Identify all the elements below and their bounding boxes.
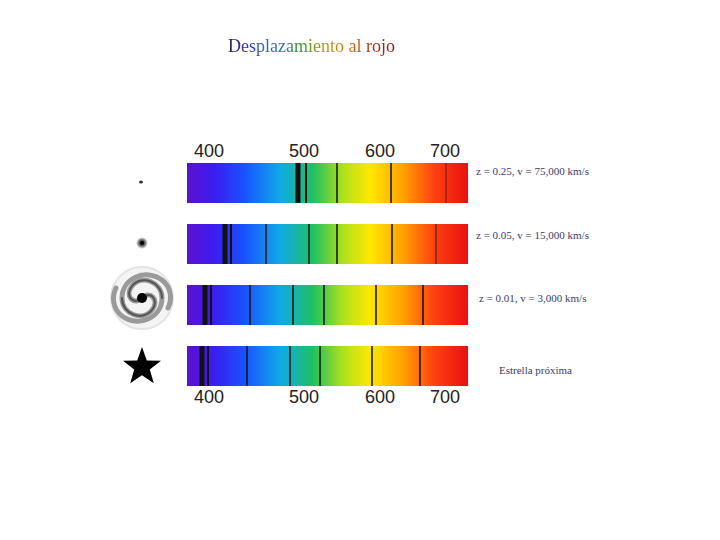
spectrum-caption: Estrella próxima: [499, 364, 572, 376]
spectrum-caption: z = 0.25, v = 75,000 km/s: [476, 165, 589, 177]
axis-tick-label: 500: [289, 141, 319, 162]
absorption-lines: [202, 163, 446, 386]
axis-tick-label: 500: [289, 387, 319, 408]
spectrum-caption: z = 0.05, v = 15,000 km/s: [476, 229, 589, 241]
galaxy-icons: [111, 181, 173, 384]
axis-tick-label: 700: [430, 141, 460, 162]
axis-tick-label: 700: [430, 387, 460, 408]
axis-tick-label: 400: [194, 387, 224, 408]
title: Desplazamiento al rojo: [228, 36, 395, 57]
spectrum-band: [187, 163, 468, 386]
spectrum-caption: z = 0.01, v = 3,000 km/s: [479, 292, 586, 304]
axis-tick-label: 600: [365, 141, 395, 162]
axis-tick-label: 400: [194, 141, 224, 162]
axis-tick-label: 600: [365, 387, 395, 408]
